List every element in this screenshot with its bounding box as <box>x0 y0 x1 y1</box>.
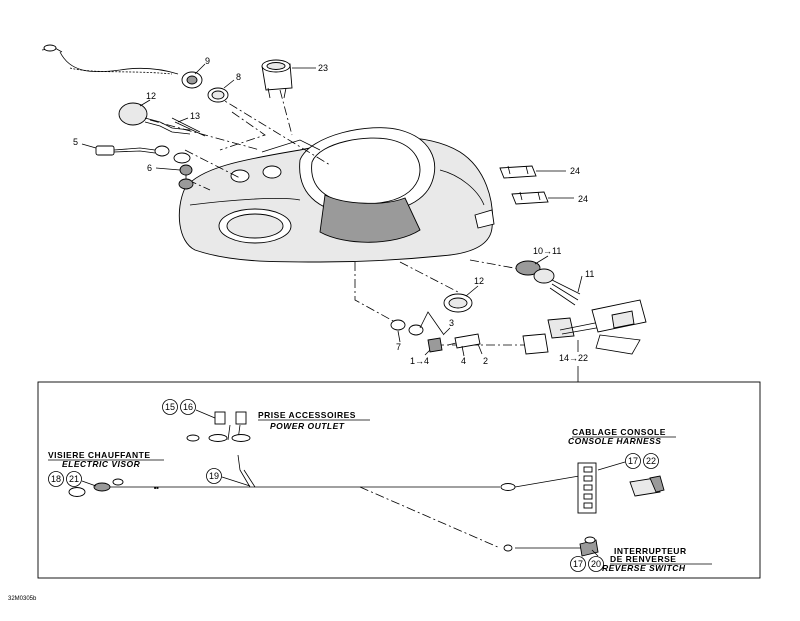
power-outlet-title-en: POWER OUTLET <box>270 421 345 431</box>
ring-12-lower <box>443 293 473 313</box>
console-housing <box>178 127 495 263</box>
svg-text:19: 19 <box>209 471 219 481</box>
circled-15-16: 15 16 <box>162 399 216 419</box>
wiring-inset: ■■ PRISE ACCESSOIRES POWER OUTLET CABLAG… <box>37 381 761 579</box>
electric-visor-title-en: ELECTRIC VISOR <box>62 459 141 469</box>
callout-7: 7 <box>396 342 401 352</box>
callout-13: 13 <box>190 111 200 121</box>
callout-5: 5 <box>73 137 78 147</box>
callout-10-11: 10→11 <box>533 246 561 256</box>
ring-8 <box>207 87 229 103</box>
callout-12-top: 12 <box>146 91 156 101</box>
reverse-switch-title-fr-2: DE RENVERSE <box>610 554 676 564</box>
reverse-switch-title-fr-1: INTERRUPTEUR <box>614 546 687 556</box>
svg-text:■■: ■■ <box>154 485 159 490</box>
callout-9: 9 <box>205 56 210 66</box>
callout-24-a: 24 <box>570 166 580 176</box>
circled-18-21: 18 21 <box>48 471 97 487</box>
svg-text:21: 21 <box>69 474 79 484</box>
callout-6: 6 <box>147 163 152 173</box>
callout-4: 4 <box>461 356 466 366</box>
console-harness-title-en: CONSOLE HARNESS <box>568 436 661 446</box>
circled-17-20: 17 20 <box>570 549 604 572</box>
callouts: 9 8 23 12 13 5 6 24 24 10→11 11 12 <box>73 56 594 382</box>
circled-19: 19 <box>206 468 251 487</box>
console-harness-14-22 <box>522 299 647 355</box>
power-outlet-title-fr: PRISE ACCESSOIRES <box>258 410 356 420</box>
hardware-1-to-7 <box>390 311 481 353</box>
connector-5 <box>95 145 191 164</box>
svg-text:22: 22 <box>646 456 656 466</box>
nut-6 <box>178 164 194 190</box>
clip-24-b <box>511 191 549 205</box>
svg-text:16: 16 <box>183 402 193 412</box>
callout-3: 3 <box>449 318 454 328</box>
switch-10-11 <box>515 260 581 306</box>
reverse-switch-title-en: REVERSE SWITCH <box>602 563 686 573</box>
console-harness-title-fr: CABLAGE CONSOLE <box>572 427 666 437</box>
callout-11: 11 <box>585 269 594 279</box>
svg-text:17: 17 <box>628 456 638 466</box>
cap-12-top <box>118 102 191 135</box>
callout-23: 23 <box>318 63 328 73</box>
power-outlet-23 <box>261 59 293 99</box>
wires-13 <box>171 117 206 137</box>
callout-12-lower: 12 <box>474 276 484 286</box>
callout-14-22: 14→22 <box>559 353 588 363</box>
tether-cord <box>41 44 203 89</box>
circled-17-22: 17 22 <box>597 453 659 471</box>
clip-24-a <box>499 165 537 179</box>
callout-8: 8 <box>236 72 241 82</box>
callout-1-4: 1→4 <box>410 356 429 366</box>
figure-code: 32M0305b <box>8 596 37 602</box>
svg-text:18: 18 <box>51 474 61 484</box>
svg-text:17: 17 <box>573 559 583 569</box>
callout-2: 2 <box>483 356 488 366</box>
electric-visor-title-fr: VISIERE CHAUFFANTE <box>48 450 151 460</box>
svg-text:20: 20 <box>591 559 601 569</box>
svg-text:15: 15 <box>165 402 175 412</box>
callout-24-b: 24 <box>578 194 588 204</box>
